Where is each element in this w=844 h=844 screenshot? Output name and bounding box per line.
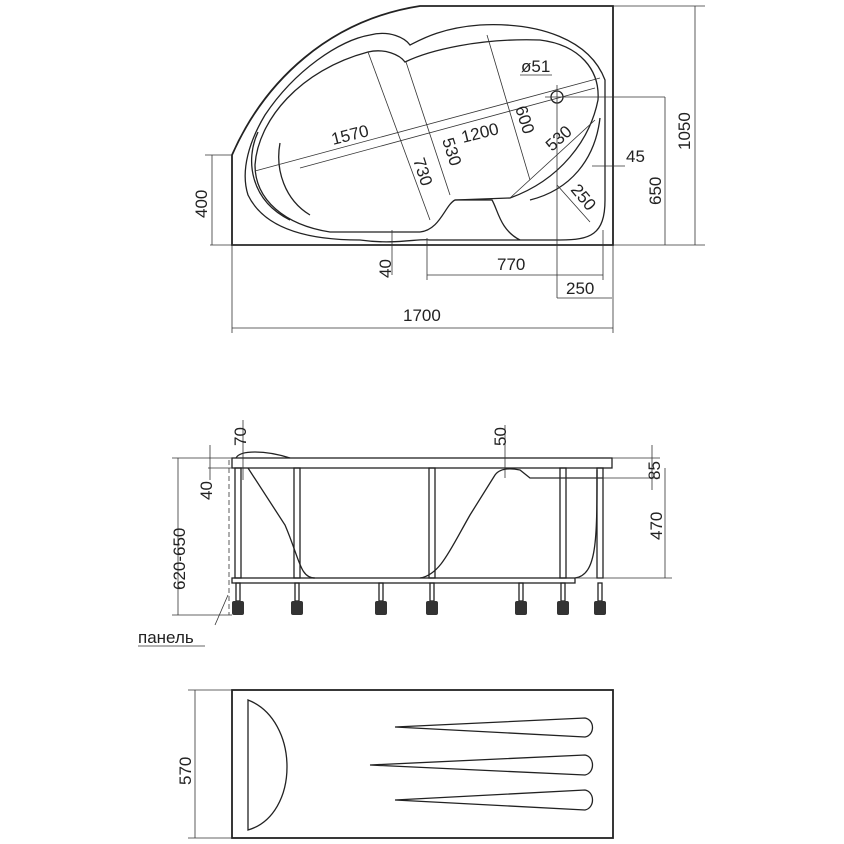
support-leg <box>596 467 604 579</box>
dim-50: 50 <box>491 427 510 446</box>
support-leg <box>428 467 436 579</box>
tub-bowl <box>254 39 599 233</box>
seat-contour <box>455 199 521 241</box>
panel-label: панель <box>138 628 194 647</box>
support-leg <box>559 467 567 579</box>
dim-730: 730 <box>409 155 436 188</box>
side-view: 620-650 470 85 70 40 50 панель <box>138 420 672 647</box>
tub-rim <box>244 24 606 243</box>
support-leg <box>293 467 301 579</box>
headrest-shape <box>247 699 288 831</box>
tub-bottom-panel <box>231 689 614 839</box>
dim-530-bowl: 530 <box>438 135 465 168</box>
tub-outline <box>231 5 614 246</box>
adjustable-foot <box>375 582 387 615</box>
dim-250-radius: 250 <box>567 180 600 214</box>
base-frame <box>231 577 576 584</box>
adjustable-foot <box>594 582 606 615</box>
support-leg <box>234 467 242 579</box>
dim-1570: 1570 <box>329 121 370 149</box>
dim-250: 250 <box>566 279 594 298</box>
dim-650: 650 <box>646 177 665 205</box>
adjustable-foot <box>426 582 438 615</box>
adjustable-foot <box>291 582 303 615</box>
headrest-bump <box>235 451 291 459</box>
top-view: 1700 1050 650 400 1570 1200 730 530 600 … <box>192 5 705 333</box>
legs <box>234 467 604 579</box>
adjustable-foot <box>557 582 569 615</box>
tub-rim-side <box>231 457 613 469</box>
strip-top <box>394 717 594 738</box>
seat-curve <box>529 117 601 201</box>
panel-view: 570 <box>176 689 614 839</box>
dim-85: 85 <box>645 461 664 480</box>
adjustable-foot <box>515 582 527 615</box>
adjustable-foot <box>232 582 244 615</box>
tub-body-far <box>574 469 598 579</box>
dim-70: 70 <box>231 427 250 446</box>
dim-45: 45 <box>626 147 645 166</box>
dim-530-seat: 530 <box>542 122 576 155</box>
tub-body-left <box>247 467 316 579</box>
dim-470: 470 <box>647 512 666 540</box>
dim-620-650: 620-650 <box>170 528 189 590</box>
dim-40: 40 <box>376 259 395 278</box>
dim-1700: 1700 <box>403 306 441 325</box>
dim-drain-diameter: ø51 <box>521 57 550 76</box>
feet <box>232 582 606 615</box>
dim-40-side: 40 <box>197 481 216 500</box>
strip-bottom <box>394 789 594 811</box>
dim-1050: 1050 <box>675 112 694 150</box>
armrest-curve <box>251 131 311 221</box>
dim-770: 770 <box>497 255 525 274</box>
dim-570: 570 <box>176 757 195 785</box>
dim-400: 400 <box>192 190 211 218</box>
strip-middle <box>369 754 594 776</box>
tub-body-right <box>419 468 603 579</box>
